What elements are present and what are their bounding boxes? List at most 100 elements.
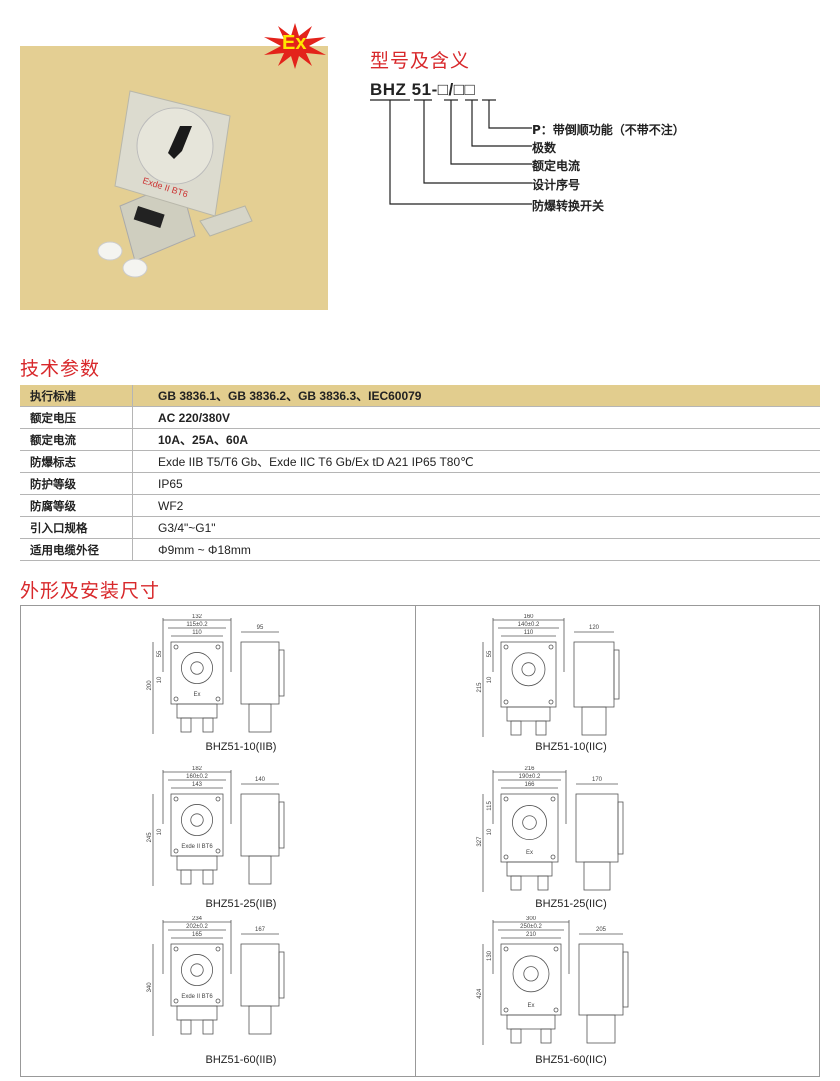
dim-depth: 140 xyxy=(255,777,266,783)
nameplate-text: Ex xyxy=(527,1003,534,1009)
ex-badge-label: Ex xyxy=(282,32,307,54)
legend-item-design: 设计序号 xyxy=(532,178,581,192)
starburst-icon xyxy=(264,23,326,69)
dim-body-width: 143 xyxy=(192,782,203,788)
dim-body-width: 210 xyxy=(526,932,537,938)
drawing-caption: BHZ51-10(IIB) xyxy=(205,741,277,753)
dim-overall-width: 300 xyxy=(526,916,537,922)
dim-depth: 120 xyxy=(589,625,600,631)
nameplate-text: Exde II BT6 xyxy=(181,844,213,850)
drawing-caption: BHZ51-25(IIC) xyxy=(535,898,607,910)
drawing-caption: BHZ51-25(IIB) xyxy=(205,898,277,910)
dim-mount-spacing: 55 xyxy=(157,650,163,657)
drawing-svg: 160 140±0.2 110 120 215 55 10 xyxy=(477,614,620,737)
dim-overall-width: 216 xyxy=(524,766,535,772)
model-code-diagram xyxy=(370,99,532,205)
legend-item-poles: 极数 xyxy=(532,141,557,155)
dim-depth: 95 xyxy=(257,625,264,631)
spec-value: G3/4"~G1" xyxy=(132,516,820,539)
spec-value: AC 220/380V xyxy=(132,406,820,429)
spec-label: 引入口规格 xyxy=(20,516,133,539)
dimension-drawing: 160 140±0.2 110 120 215 55 10 xyxy=(471,614,701,754)
dim-mounting-width: 160±0.2 xyxy=(186,774,208,780)
dim-mount-spacing: 130 xyxy=(487,950,493,961)
dim-mount-spacing: 55 xyxy=(487,650,493,657)
legend-item-option: P：带倒顺功能（不带不注） xyxy=(532,123,685,137)
dim-offset: 10 xyxy=(157,676,163,683)
ex-badge: Ex xyxy=(262,22,328,70)
dim-overall-width: 132 xyxy=(192,614,203,620)
legend-item-type: 防爆转换开关 xyxy=(532,199,605,213)
dim-overall-width: 160 xyxy=(523,614,534,620)
drawing-caption: BHZ51-10(IIC) xyxy=(535,741,607,753)
dim-depth: 167 xyxy=(255,927,266,933)
dim-offset: 10 xyxy=(487,676,493,683)
spec-label: 额定电压 xyxy=(20,406,133,429)
spec-section-title: 技术参数 xyxy=(20,358,101,380)
dim-offset: 10 xyxy=(157,828,163,835)
spec-value: Exde IIB T5/T6 Gb、Exde IIC T6 Gb/Ex tD A… xyxy=(132,450,820,473)
nameplate-text: Ex xyxy=(526,850,533,856)
dim-offset: 10 xyxy=(487,828,493,835)
dim-mounting-width: 250±0.2 xyxy=(520,924,542,930)
nameplate-text: Exde II BT6 xyxy=(181,994,213,1000)
spec-value: Φ9mm ~ Φ18mm xyxy=(132,538,820,561)
dim-body-width: 110 xyxy=(192,630,202,636)
dim-overall-width: 234 xyxy=(192,916,203,922)
dim-height: 340 xyxy=(147,982,153,993)
model-section-title: 型号及含义 xyxy=(370,50,471,72)
dim-mounting-width: 140±0.2 xyxy=(518,622,540,628)
dim-height: 215 xyxy=(477,682,483,693)
legend-item-current: 额定电流 xyxy=(532,159,581,173)
dim-overall-width: 182 xyxy=(192,766,203,772)
dim-mounting-width: 190±0.2 xyxy=(519,774,541,780)
dim-mounting-width: 115±0.2 xyxy=(186,622,208,628)
spec-label: 防护等级 xyxy=(20,472,133,495)
spec-value: IP65 xyxy=(132,472,820,495)
dim-body-width: 165 xyxy=(192,932,203,938)
dim-height: 200 xyxy=(147,680,153,691)
dim-height: 327 xyxy=(477,836,483,847)
spec-value: GB 3836.1、GB 3836.2、GB 3836.3、IEC60079 xyxy=(132,385,820,407)
model-code: BHZ 51-□/□□ xyxy=(370,80,476,99)
dim-body-width: 110 xyxy=(524,630,534,636)
spec-label: 额定电流 xyxy=(20,428,133,451)
spec-value: WF2 xyxy=(132,494,820,517)
nameplate-text: Ex xyxy=(193,692,200,698)
explosion-proof-switch-image: Exde II BT6 xyxy=(97,90,253,278)
panel-divider xyxy=(415,606,416,1076)
spec-value: 10A、25A、60A xyxy=(132,428,820,451)
drawing-caption: BHZ51-60(IIB) xyxy=(205,1054,277,1066)
spec-label: 防腐等级 xyxy=(20,494,133,517)
drawing-caption: BHZ51-60(IIC) xyxy=(535,1054,607,1066)
dim-height: 245 xyxy=(147,832,153,843)
dims-section-title: 外形及安装尺寸 xyxy=(20,580,161,602)
spec-label: 适用电缆外径 xyxy=(20,538,133,561)
dim-mounting-width: 202±0.2 xyxy=(186,924,208,930)
dim-depth: 170 xyxy=(592,777,603,783)
dim-body-width: 166 xyxy=(524,782,535,788)
product-photo: Exde II BT6 xyxy=(20,46,328,310)
dim-height: 424 xyxy=(477,988,483,999)
spec-label: 执行标准 xyxy=(20,385,133,407)
